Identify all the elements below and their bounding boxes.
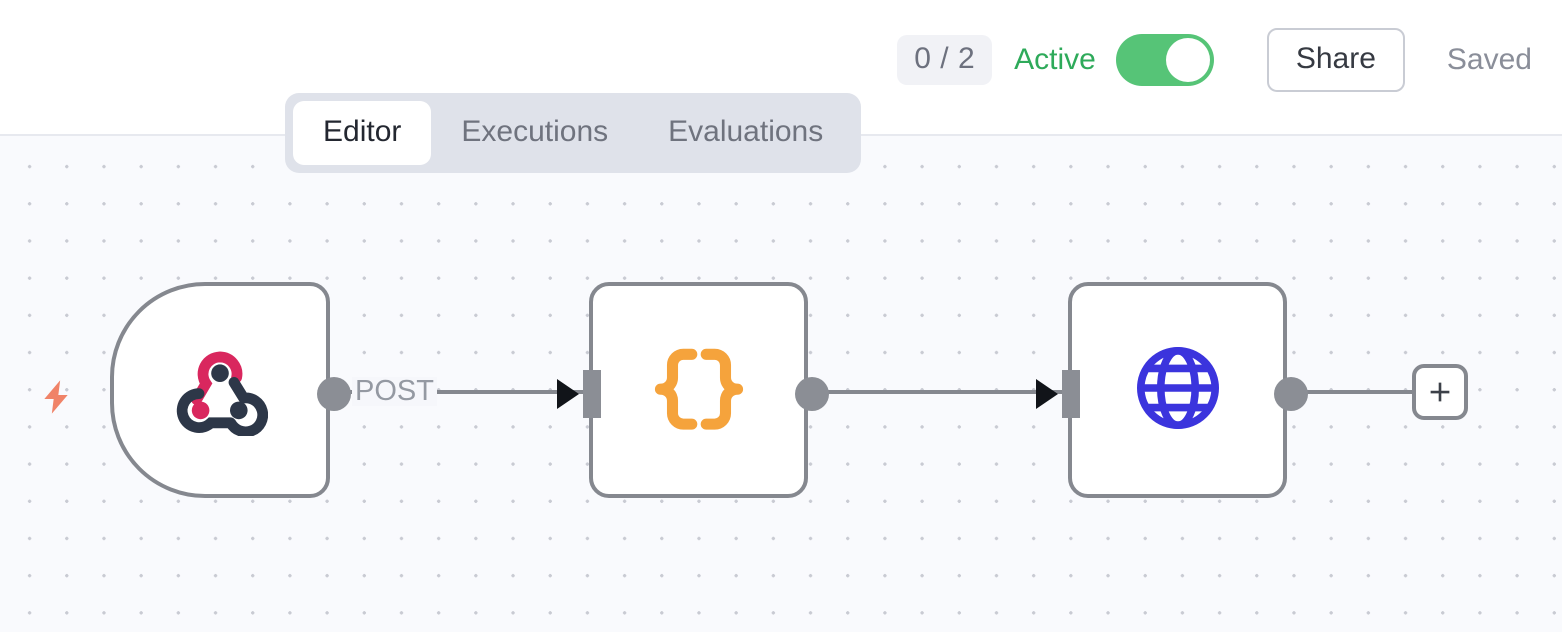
edge-create-agent-job-to-add: [1290, 390, 1415, 394]
node-webhook[interactable]: [110, 282, 351, 498]
node-filter-merged-prs-body: [593, 286, 804, 494]
node-create-agent-job[interactable]: [1036, 282, 1308, 498]
header-actions: 0 / 2 Active Share Saved: [897, 0, 1532, 120]
node-filter-merged-prs-input-handle[interactable]: [583, 370, 601, 418]
node-create-agent-job-output-handle[interactable]: [1274, 377, 1308, 411]
tab-executions[interactable]: Executions: [461, 115, 609, 148]
node-filter-merged-prs[interactable]: [557, 282, 829, 498]
edge-arrowhead-icon: [557, 379, 579, 409]
node-webhook-body: [114, 286, 326, 494]
lightning-bolt-icon: [36, 373, 76, 426]
node-create-agent-job-body: [1072, 286, 1283, 494]
workflow-status-label: Active: [1014, 43, 1096, 76]
edge-label-post: POST: [352, 377, 437, 406]
node-webhook-output-handle[interactable]: [317, 377, 351, 411]
edge-webhook-to-filter: [340, 390, 590, 394]
webhook-icon: [172, 340, 269, 441]
editor-tabs: Editor Executions Evaluations: [285, 93, 862, 173]
workflow-active-toggle[interactable]: [1115, 34, 1214, 86]
plus-icon: [1430, 382, 1450, 402]
globe-icon: [1130, 340, 1226, 441]
toggle-knob: [1165, 38, 1210, 82]
add-node-button[interactable]: [1412, 364, 1468, 420]
code-braces-icon: [649, 335, 749, 446]
workflow-canvas[interactable]: POST W: [0, 136, 1562, 632]
edge-arrowhead-icon: [1036, 379, 1058, 409]
execution-count-badge: 0 / 2: [897, 35, 993, 85]
node-filter-merged-prs-output-handle[interactable]: [795, 377, 829, 411]
saved-status-label: Saved: [1446, 43, 1532, 76]
tab-evaluations[interactable]: Evaluations: [668, 115, 824, 148]
tab-editor[interactable]: Editor: [293, 101, 432, 165]
node-create-agent-job-input-handle[interactable]: [1062, 370, 1080, 418]
share-button[interactable]: Share: [1266, 28, 1405, 92]
edge-filter-to-create-agent-job: [812, 390, 1070, 394]
